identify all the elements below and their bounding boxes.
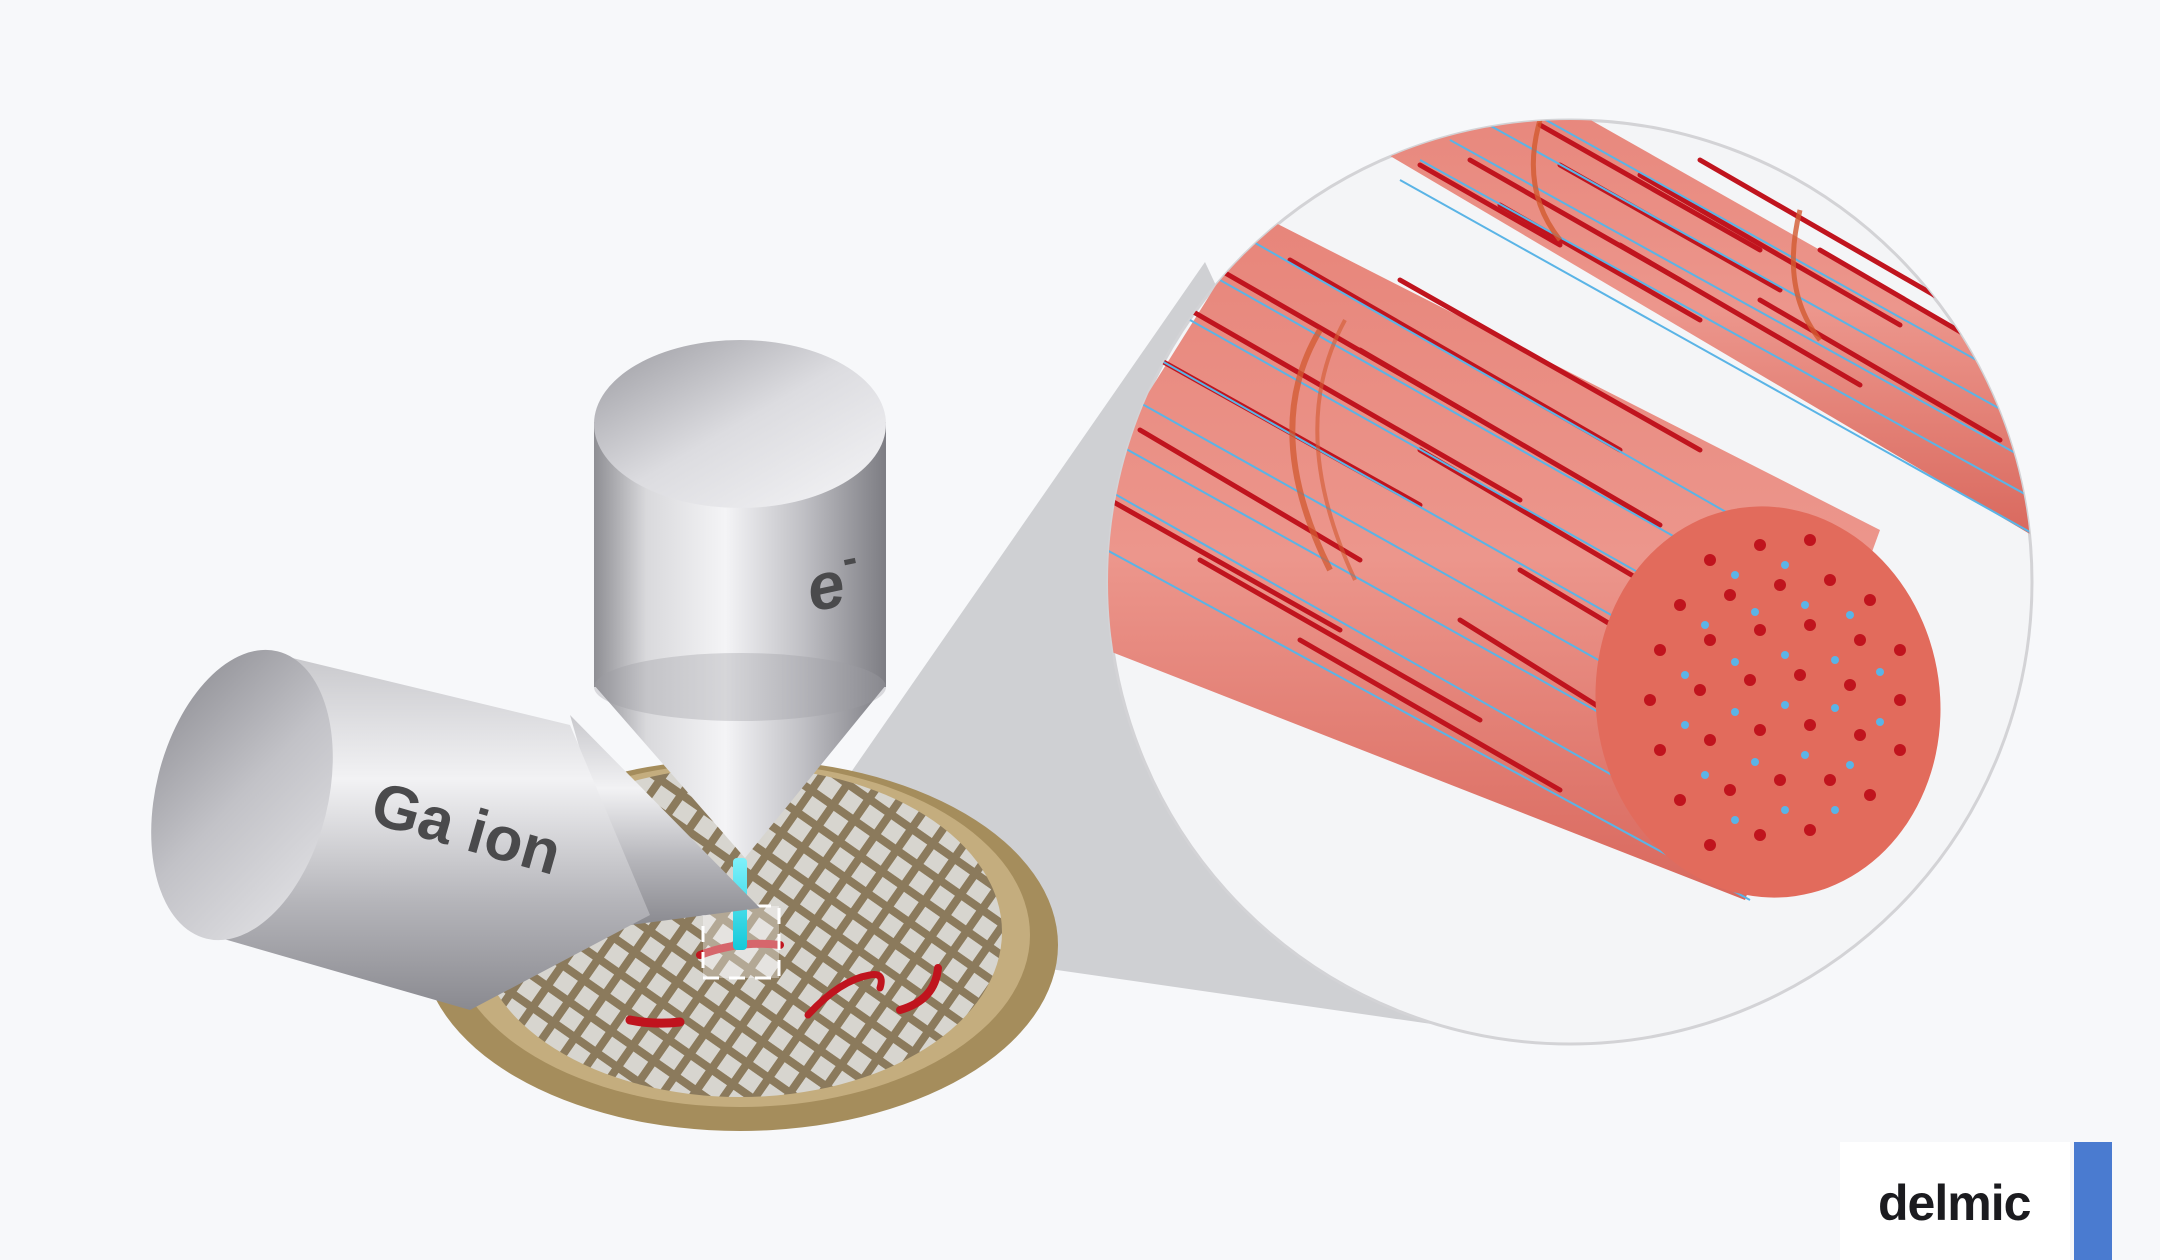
myofibril-dots [1644, 534, 1906, 851]
magnified-lens [1106, 118, 2034, 1046]
upper-fiber [1380, 120, 2032, 561]
brand-logo-text: delmic [1878, 1175, 2031, 1231]
electron-column: e - [594, 340, 886, 858]
lower-fiber [1108, 215, 1941, 901]
brand-accent-bar [2074, 1142, 2112, 1260]
brand-logo-box: delmic [1840, 1142, 2070, 1260]
ion-column: Ga ion [151, 649, 760, 1010]
t-tubule-dots [1681, 561, 1884, 824]
